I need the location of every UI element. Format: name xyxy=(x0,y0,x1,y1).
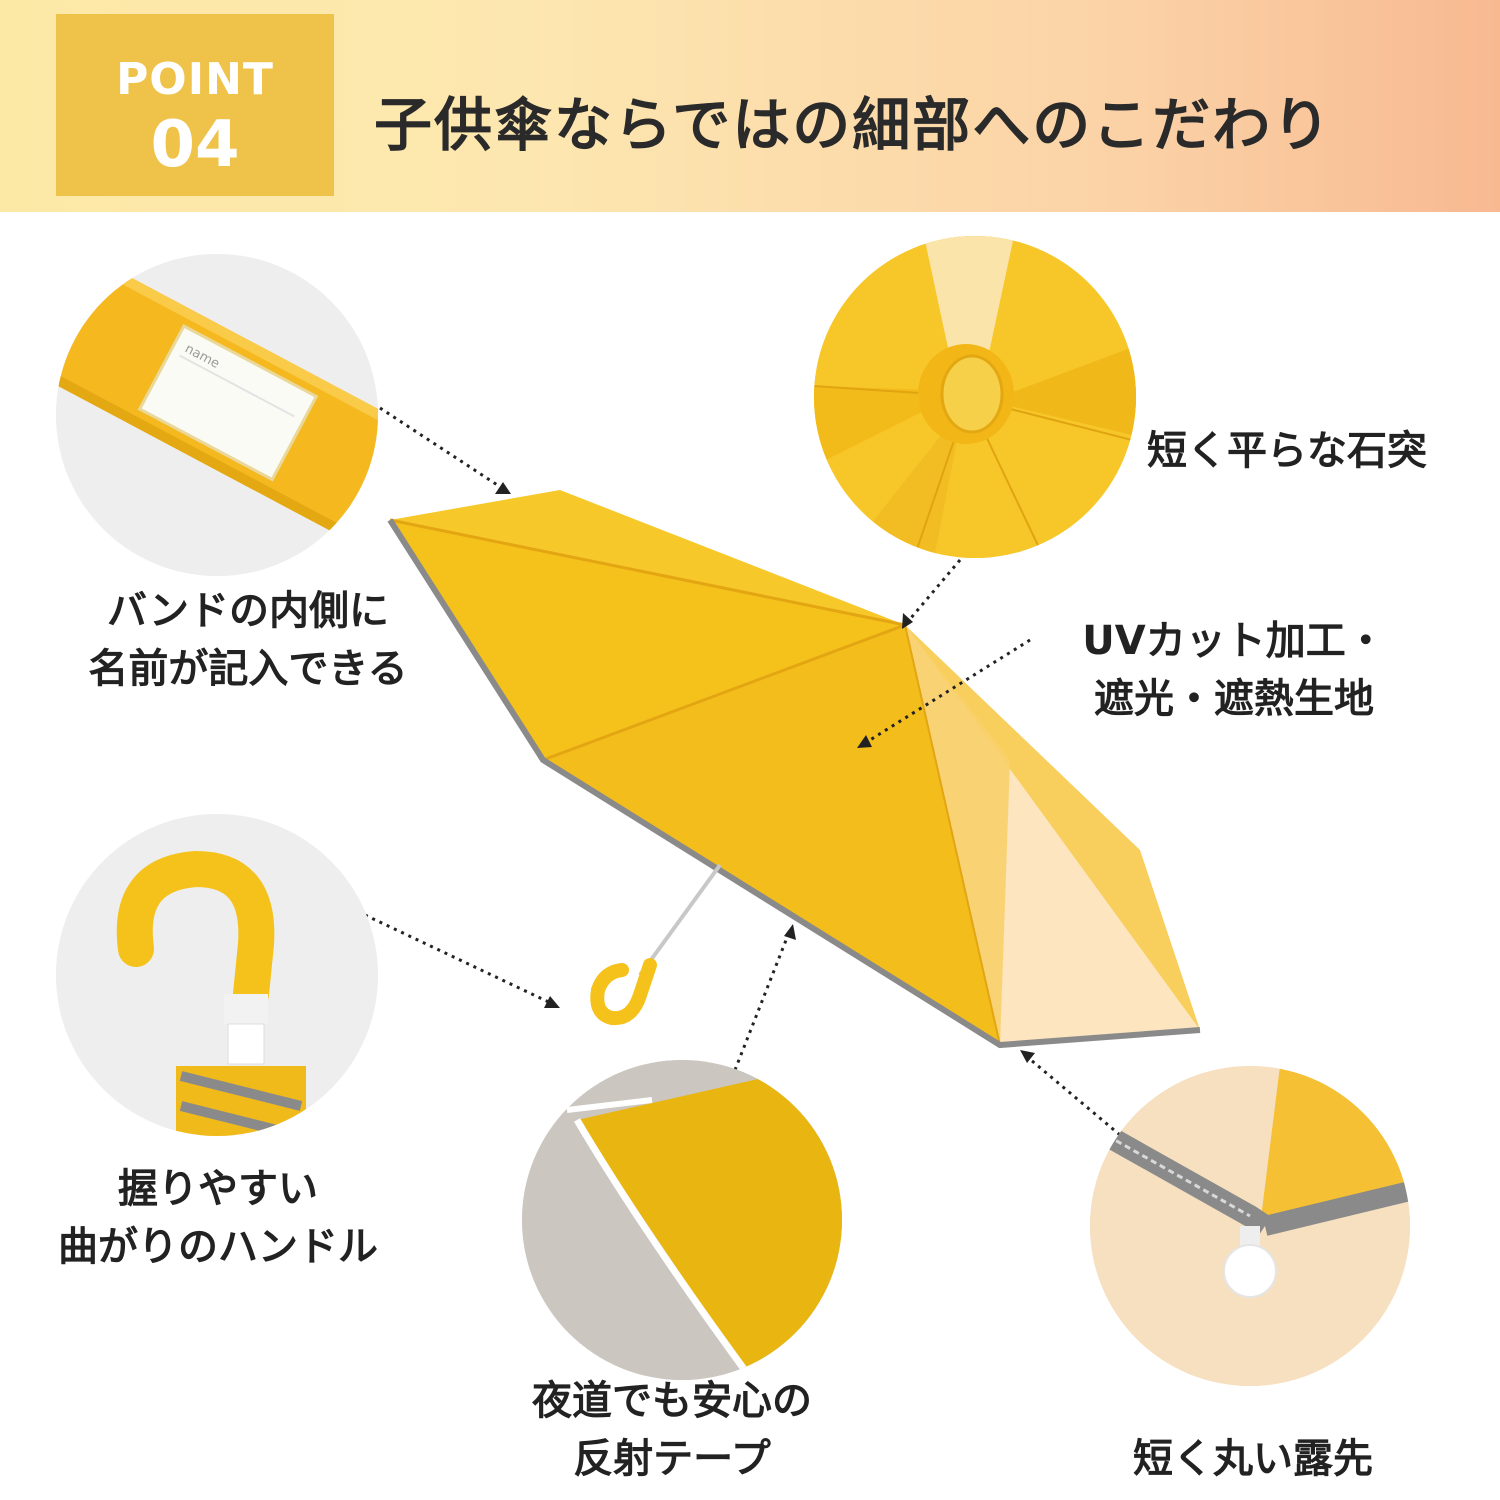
round-tips-photo xyxy=(1090,1066,1410,1386)
uv-fabric-caption-line1: UVカット加工・ xyxy=(1082,618,1386,664)
round-tips-caption-line1: 短く丸い露先 xyxy=(1133,1436,1373,1482)
name-band-caption-line2: 名前が記入できる xyxy=(88,646,408,692)
flat-tip-photo xyxy=(814,236,1136,558)
flat-tip-caption-line1: 短く平らな石突 xyxy=(1147,428,1427,474)
reflective-tape-caption: 夜道でも安心の 反射テープ xyxy=(472,1372,872,1488)
point-label: POINT xyxy=(116,54,274,105)
round-tips-caption: 短く丸い露先 xyxy=(1058,1430,1448,1488)
name-band-caption-line1: バンドの内側に xyxy=(107,588,389,634)
handle-caption-line1: 握りやすい xyxy=(118,1166,318,1212)
reflective-tape-photo xyxy=(522,1060,842,1380)
handle-caption-line2: 曲がりのハンドル xyxy=(58,1224,378,1270)
handle-caption: 握りやすい 曲がりのハンドル xyxy=(18,1160,418,1276)
flat-tip-caption: 短く平らな石突 xyxy=(1112,422,1462,480)
reflective-tape-caption-line1: 夜道でも安心の xyxy=(532,1378,812,1424)
point-badge: POINT 04 xyxy=(56,14,334,196)
handle-photo xyxy=(56,814,378,1136)
reflective-tape-caption-line2: 反射テープ xyxy=(573,1436,771,1482)
page-title: 子供傘ならではの細部へのこだわり xyxy=(374,91,1333,159)
header-banner: POINT 04 子供傘ならではの細部へのこだわり xyxy=(0,0,1500,212)
name-band-photo: name xyxy=(56,254,378,576)
uv-fabric-caption-line2: 遮光・遮熱生地 xyxy=(1094,676,1374,722)
point-number: 04 xyxy=(150,108,240,182)
name-band-caption: バンドの内側に 名前が記入できる xyxy=(48,582,448,698)
uv-fabric-caption: UVカット加工・ 遮光・遮熱生地 xyxy=(1034,612,1434,728)
